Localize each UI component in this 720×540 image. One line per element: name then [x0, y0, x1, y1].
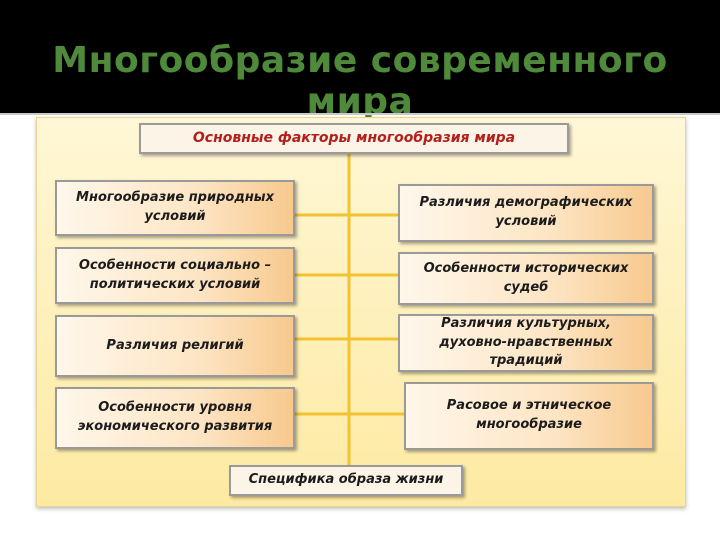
factor-left-1: Многообразие природных условий — [55, 180, 295, 236]
slide-title: Многообразие современного мира — [52, 40, 668, 122]
factor-left-4: Особенности уровня экономического развит… — [55, 387, 295, 449]
diagram-header-box: Основные факторы многообразия мира — [139, 123, 569, 154]
factor-right-4: Расовое и этническое многообразие — [404, 382, 654, 450]
diagram-footer-box: Специфика образа жизни — [229, 465, 463, 496]
factor-left-2: Особенности социально – политических усл… — [55, 247, 295, 304]
factor-left-3: Различия религий — [55, 315, 295, 377]
factor-right-2: Особенности исторических судеб — [398, 252, 654, 305]
title-bar: Многообразие современного мира — [0, 0, 720, 122]
factor-right-1: Различия демографических условий — [398, 184, 654, 242]
divider — [0, 113, 720, 115]
factor-right-3: Различия культурных, духовно-нравственны… — [398, 314, 654, 372]
